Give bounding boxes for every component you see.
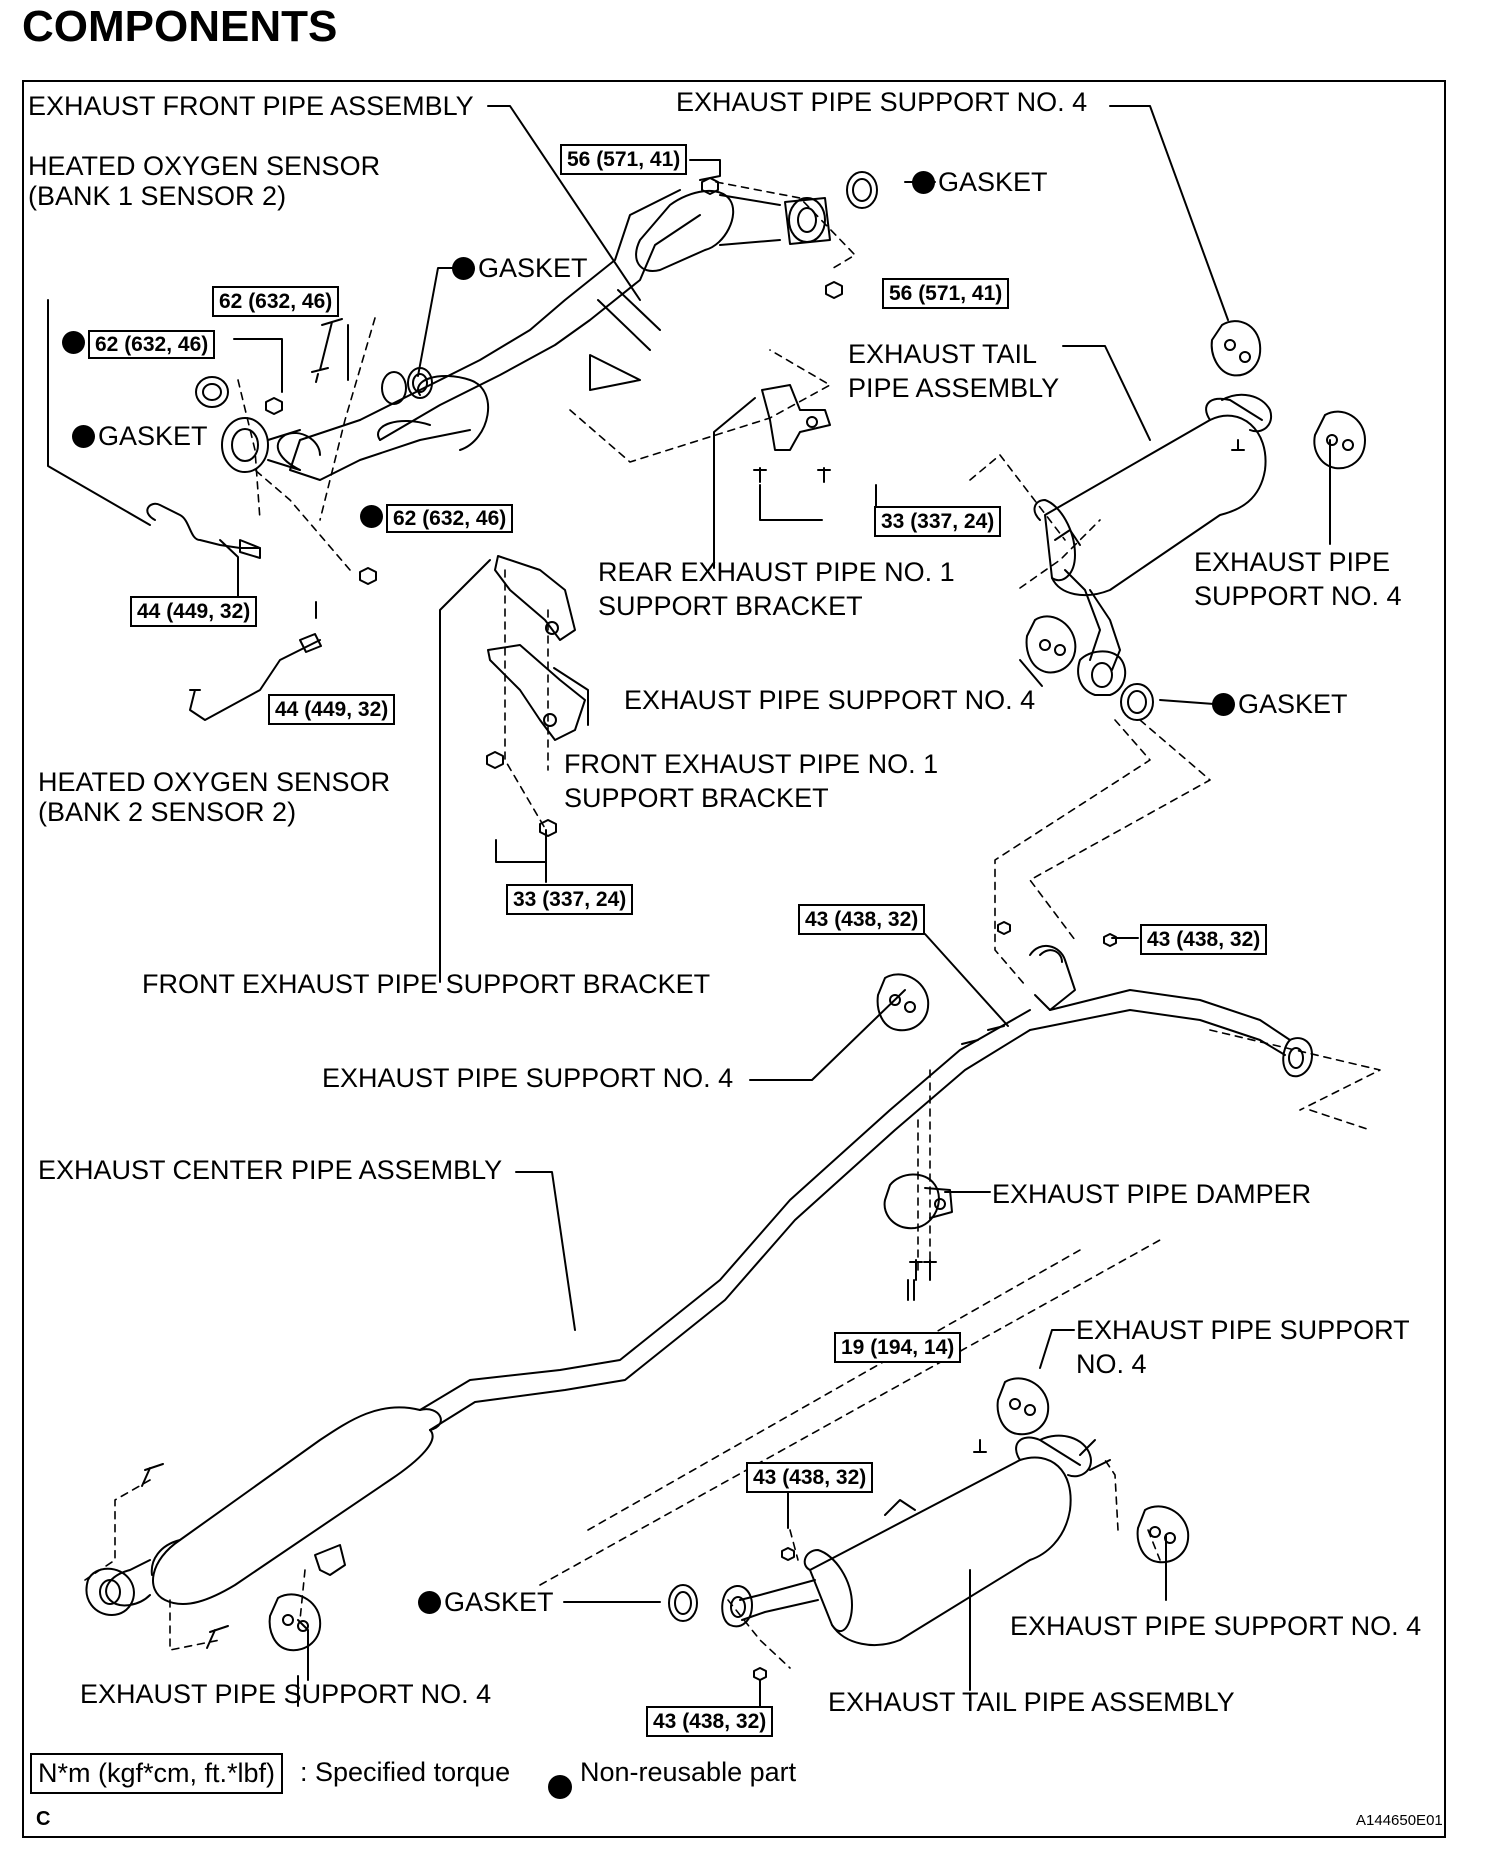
label-rear-bracket-line1: REAR EXHAUST PIPE NO. 1 — [598, 557, 955, 587]
label-ho2s-bank1: HEATED OXYGEN SENSOR (BANK 1 SENSOR 2) — [28, 150, 380, 213]
legend-torque-box: N*m (kgf*cm, ft.*lbf) — [30, 1753, 284, 1794]
support-brackets — [487, 384, 831, 741]
non-reusable-icon — [452, 257, 475, 280]
label-tail-pipe-bottom: EXHAUST TAIL PIPE ASSEMBLY — [828, 1687, 1235, 1717]
label-gasket-text: GASKET — [1238, 689, 1348, 719]
torque-44-upper: 44 (449, 32) — [130, 596, 258, 627]
torque-62-nonreusable-left: 62 (632, 46) — [62, 326, 216, 359]
label-ho2s-bank2: HEATED OXYGEN SENSOR (BANK 2 SENSOR 2) — [38, 766, 390, 829]
torque-43-left: 43 (438, 32) — [798, 904, 926, 935]
label-front-bracket1: FRONT EXHAUST PIPE NO. 1 SUPPORT BRACKET — [564, 748, 938, 815]
label-support4-right-line1: EXHAUST PIPE — [1194, 547, 1391, 577]
label-ho2s-bank2-line1: HEATED OXYGEN SENSOR — [38, 767, 391, 797]
label-center-pipe: EXHAUST CENTER PIPE ASSEMBLY — [38, 1155, 503, 1185]
label-support4-lower: EXHAUST PIPE SUPPORT NO. 4 — [1076, 1314, 1410, 1381]
torque-62-left: 62 (632, 46) — [88, 330, 216, 359]
label-support4-bottom-right: EXHAUST PIPE SUPPORT NO. 4 — [1010, 1611, 1422, 1641]
label-gasket-front: GASKET — [452, 252, 588, 285]
non-reusable-icon — [72, 425, 95, 448]
torque-44-lower: 44 (449, 32) — [268, 694, 396, 725]
label-rear-bracket-line2: SUPPORT BRACKET — [598, 591, 863, 621]
fasteners — [141, 177, 1245, 1681]
exhaust-pipe-damper — [883, 1173, 953, 1230]
label-front-pipe: EXHAUST FRONT PIPE ASSEMBLY — [28, 91, 474, 121]
label-gasket-text: GASKET — [938, 167, 1048, 197]
label-support4-center: EXHAUST PIPE SUPPORT NO. 4 — [322, 1063, 734, 1093]
center-pipe-assembly — [85, 945, 1313, 1616]
label-gasket-text: GASKET — [478, 253, 588, 283]
label-tail-pipe-top: EXHAUST TAIL PIPE ASSEMBLY — [848, 338, 1059, 405]
torque-62-upper: 62 (632, 46) — [212, 286, 340, 317]
torque-56-lower: 56 (571, 41) — [882, 278, 1010, 309]
non-reusable-icon — [418, 1591, 441, 1614]
label-support4-right: EXHAUST PIPE SUPPORT NO. 4 — [1194, 546, 1402, 613]
label-front-bracket1-line2: SUPPORT BRACKET — [564, 783, 829, 813]
non-reusable-icon — [360, 505, 383, 528]
label-support4-top: EXHAUST PIPE SUPPORT NO. 4 — [676, 87, 1088, 117]
non-reusable-icon — [1212, 693, 1235, 716]
label-front-bracket: FRONT EXHAUST PIPE SUPPORT BRACKET — [142, 969, 711, 999]
label-tail-pipe-top-line2: PIPE ASSEMBLY — [848, 373, 1060, 403]
label-support4-lower-line2: NO. 4 — [1076, 1349, 1147, 1379]
torque-43-lower-bottom: 43 (438, 32) — [646, 1706, 774, 1737]
torque-62-nonreusable-mid: 62 (632, 46) — [360, 500, 514, 533]
leader-lines — [47, 105, 1331, 1713]
label-support4-lower-line1: EXHAUST PIPE SUPPORT — [1076, 1315, 1410, 1345]
oxygen-sensors — [146, 502, 322, 721]
front-pipe-assembly — [221, 189, 831, 481]
label-gasket-left: GASKET — [72, 420, 208, 453]
diagram-frame — [22, 80, 1446, 1838]
upper-tail-pipe — [1033, 393, 1273, 696]
label-rear-bracket: REAR EXHAUST PIPE NO. 1 SUPPORT BRACKET — [598, 556, 955, 623]
support-rubbers — [268, 320, 1366, 1652]
label-gasket-right: GASKET — [1212, 688, 1348, 721]
label-gasket-top: GASKET — [912, 166, 1048, 199]
page-title: COMPONENTS — [22, 2, 338, 51]
label-support4-mid: EXHAUST PIPE SUPPORT NO. 4 — [624, 685, 1036, 715]
torque-62-mid: 62 (632, 46) — [386, 504, 514, 533]
legend-torque-text: : Specified torque — [300, 1757, 511, 1787]
label-front-bracket1-line1: FRONT EXHAUST PIPE NO. 1 — [564, 749, 939, 779]
label-gasket-text: GASKET — [444, 1587, 554, 1617]
label-ho2s-bank2-line2: (BANK 2 SENSOR 2) — [38, 797, 297, 827]
torque-19: 19 (194, 14) — [834, 1332, 962, 1363]
non-reusable-icon — [912, 171, 935, 194]
label-tail-pipe-top-line1: EXHAUST TAIL — [848, 339, 1038, 369]
torque-56-upper: 56 (571, 41) — [560, 144, 688, 175]
label-ho2s-bank1-line1: HEATED OXYGEN SENSOR — [28, 151, 381, 181]
label-gasket-text: GASKET — [98, 421, 208, 451]
torque-43-right: 43 (438, 32) — [1140, 924, 1268, 955]
lower-tail-pipe — [721, 1434, 1111, 1646]
non-reusable-icon — [62, 331, 85, 354]
torque-43-lower-top: 43 (438, 32) — [746, 1462, 874, 1493]
legend-nonreusable-text: Non-reusable part — [580, 1757, 797, 1787]
gasket-rings — [195, 171, 1154, 1622]
label-ho2s-bank1-line2: (BANK 1 SENSOR 2) — [28, 181, 287, 211]
label-gasket-bottom: GASKET — [418, 1586, 554, 1619]
label-damper: EXHAUST PIPE DAMPER — [992, 1179, 1312, 1209]
corner-letter: C — [36, 1808, 51, 1830]
torque-33-rear-bracket: 33 (337, 24) — [874, 506, 1002, 537]
torque-33-front-bracket: 33 (337, 24) — [506, 884, 634, 915]
figure-id: A144650E01 — [1356, 1812, 1443, 1829]
label-support4-right-line2: SUPPORT NO. 4 — [1194, 581, 1402, 611]
label-support4-bottom-left: EXHAUST PIPE SUPPORT NO. 4 — [80, 1679, 492, 1709]
